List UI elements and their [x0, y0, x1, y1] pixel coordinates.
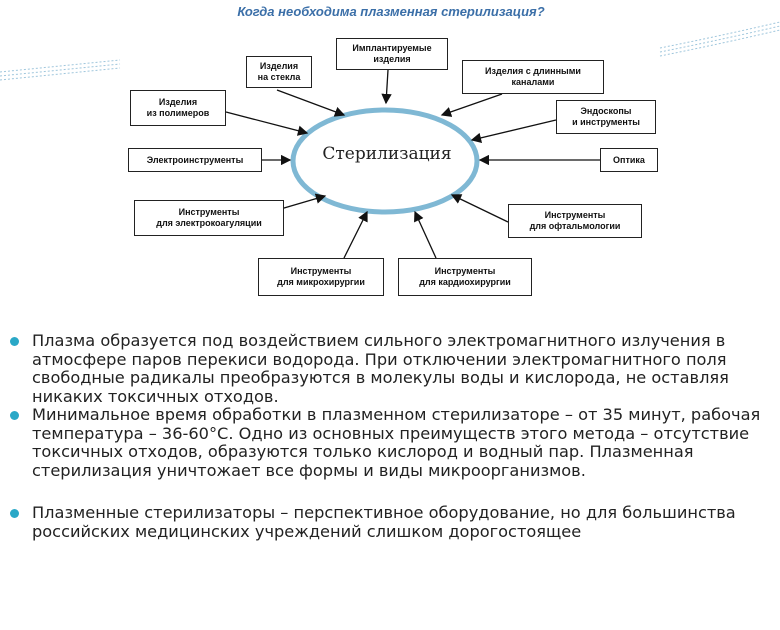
diagram-title: Когда необходима плазменная стерилизация…	[237, 4, 545, 19]
diagram-connectors	[225, 69, 600, 259]
arrow-ophthalm	[450, 194, 509, 223]
bullet-text: Плазма образуется под воздействием сильн…	[32, 331, 729, 406]
bullet-item: Минимальное время обработки в плазменном…	[10, 405, 772, 480]
bullet-icon	[10, 337, 19, 346]
arrow-microsurg	[343, 210, 368, 259]
bullet-list: Плазма образуется под воздействием сильн…	[10, 331, 772, 541]
node-microsurg: Инструменты для микрохирургии	[258, 258, 384, 296]
sterilization-diagram: Когда необходима плазменная стерилизация…	[122, 0, 660, 300]
bullet-icon	[10, 509, 19, 518]
arrow-cardiosurg	[414, 210, 437, 259]
node-glass: Изделия на стекла	[246, 56, 312, 88]
bullet-icon	[10, 411, 19, 420]
decorative-lines	[0, 21, 780, 81]
node-endoscopes: Эндоскопы и инструменты	[556, 100, 656, 134]
bullet-text: Плазменные стерилизаторы – перспективное…	[32, 503, 736, 541]
arrow-endoscopes	[470, 119, 557, 143]
arrow-long-channels	[440, 93, 503, 117]
node-cardiosurg: Инструменты для кардиохирургии	[398, 258, 532, 296]
node-electro: Электроинструменты	[128, 148, 262, 172]
node-optics: Оптика	[600, 148, 658, 172]
node-electrocoag: Инструменты для электрокоагуляции	[134, 200, 284, 236]
arrow-implants	[381, 69, 392, 105]
bullet-item: Плазма образуется под воздействием сильн…	[10, 331, 772, 406]
node-polymers: Изделия из полимеров	[130, 90, 226, 126]
arrow-glass	[276, 89, 346, 117]
bullet-item: Плазменные стерилизаторы – перспективное…	[10, 503, 772, 541]
bullet-text: Минимальное время обработки в плазменном…	[32, 405, 761, 480]
arrow-polymers	[225, 111, 309, 136]
center-ellipse	[290, 107, 480, 215]
node-implants: Имплантируемые изделия	[336, 38, 448, 70]
center-label: Стерилизация	[322, 144, 452, 164]
node-ophthalm: Инструменты для офтальмологии	[508, 204, 642, 238]
node-long-channels: Изделия с длинными каналами	[462, 60, 604, 94]
